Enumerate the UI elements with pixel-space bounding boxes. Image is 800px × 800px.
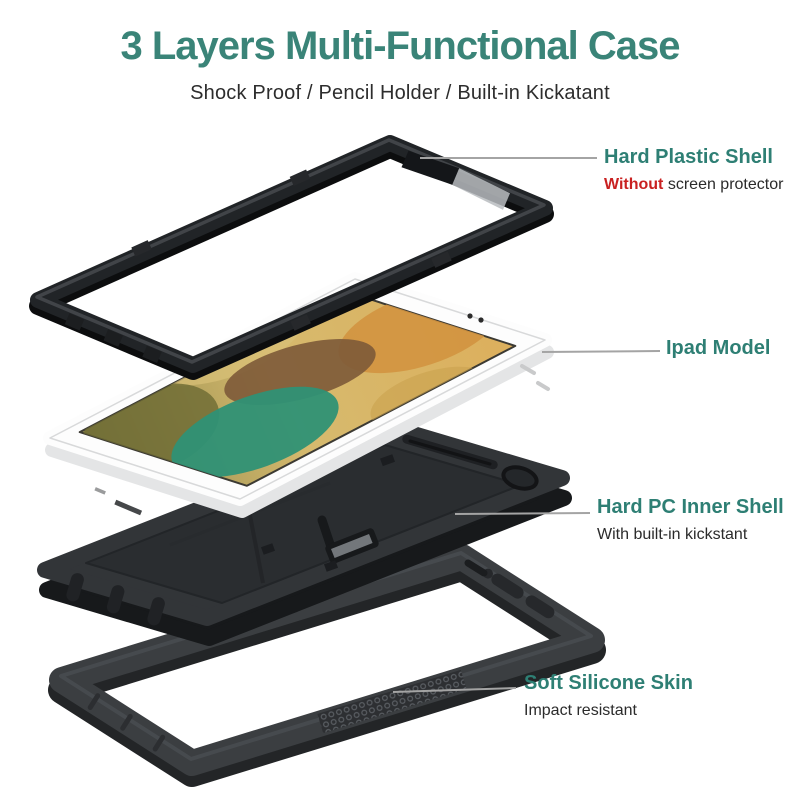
- annotation-title: Soft Silicone Skin: [524, 672, 693, 694]
- header: 3 Layers Multi-Functional Case Shock Pro…: [0, 24, 800, 105]
- frame-tabs: [131, 169, 452, 331]
- tablet-side-buttons: [520, 364, 550, 391]
- annotation-note: With built-in kickstant: [597, 526, 748, 543]
- annotation-note-rest: screen protector: [663, 176, 784, 193]
- kickstand-latch: [317, 515, 379, 564]
- page-title: 3 Layers Multi-Functional Case: [120, 24, 680, 68]
- leader-lines: [392, 157, 661, 693]
- annotation-note: Impact resistant: [524, 702, 637, 719]
- annotation-note: Without screen protector: [604, 175, 783, 194]
- hard-plastic-shell-layer: [29, 135, 554, 380]
- annotation-title: Hard Plastic Shell: [604, 146, 773, 168]
- leader-line-hard-pc-inner-shell: [454, 512, 591, 515]
- annotation-hard-pc-inner-shell: Hard PC Inner Shell With built-in kickst…: [597, 495, 784, 544]
- silicone-side-buttons: [464, 559, 555, 619]
- frame-highlight: [35, 138, 546, 364]
- pencil-holder-loop: [501, 465, 539, 491]
- page-subtitle: Shock Proof / Pencil Holder / Built-in K…: [190, 82, 610, 104]
- annotation-ipad-model: Ipad Model: [666, 336, 770, 360]
- frame-camera-notch: [401, 150, 460, 185]
- inner-shell-layer: [37, 422, 572, 646]
- annotation-hard-plastic-shell: Hard Plastic Shell Without screen protec…: [604, 145, 783, 194]
- inner-shell-slot-inner: [408, 439, 492, 466]
- leader-line-soft-silicone-skin: [392, 687, 517, 693]
- honeycomb-grip-texture: [317, 669, 467, 734]
- frame-clips: [64, 313, 162, 363]
- inner-shell-corner-bumps: [66, 573, 165, 626]
- annotation-note-emphasis: Without: [604, 176, 664, 193]
- silicone-corner-ribs: [87, 693, 166, 752]
- frame-ring: [30, 135, 553, 373]
- frame-reflection: [452, 168, 510, 210]
- annotation-title: Hard PC Inner Shell: [597, 496, 784, 518]
- tablet-front-camera: [467, 313, 484, 323]
- tablet-edge-details: [94, 487, 143, 516]
- leader-line-ipad-model: [541, 350, 661, 353]
- annotation-soft-silicone-skin: Soft Silicone Skin Impact resistant: [524, 671, 693, 720]
- annotation-title: Ipad Model: [666, 337, 771, 359]
